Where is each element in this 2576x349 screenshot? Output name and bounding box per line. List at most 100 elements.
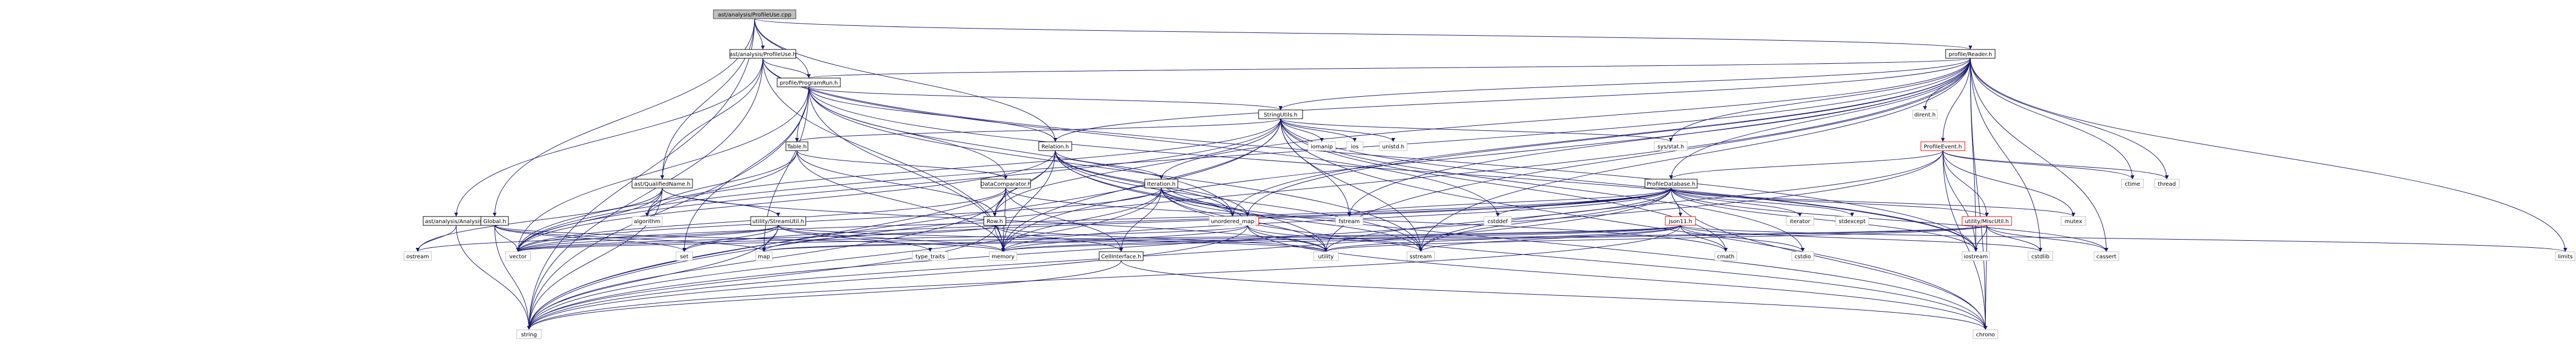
file-node-label: cstddef [1488,219,1508,225]
include-edge [1942,150,1978,252]
file-node-label: StringUtils.h [1264,112,1297,118]
file-node-box [1945,49,1996,59]
file-node-label: ast/analysis/ProfileUse.h [729,52,796,58]
file-node-profileuse-h[interactable]: ast/analysis/ProfileUse.h [729,49,796,59]
file-node-box [1099,251,1144,261]
file-node-box [675,251,693,261]
include-edge [1680,225,2567,252]
include-edge [1671,187,1978,252]
file-node-label: CellInterface.h [1101,254,1142,260]
include-edge [808,86,1234,217]
include-edge [994,225,1328,252]
file-node-label: ast/QualifiedName.h [634,181,690,187]
file-node-profilereader[interactable]: profile/Reader.h [1945,49,1996,59]
file-node-label: limits [2558,254,2573,260]
file-node-unistd: unistd.h [1379,141,1408,151]
file-node-iterator: iterator [1786,216,1814,226]
file-node-streamutil[interactable]: utility/StreamUtil.h [750,216,806,226]
include-edge [516,225,1681,252]
file-node-label: cstdlib [2031,254,2049,260]
file-node-box [1962,251,1990,261]
include-edge [1671,187,1989,217]
include-edge [1001,187,1162,252]
file-node-box [980,179,1031,189]
include-edge [1970,58,2108,252]
file-node-box [1483,216,1512,226]
include-edge [1324,225,1987,252]
include-edge [660,58,763,180]
file-node-box [750,216,806,226]
file-node-label: Relation.h [1042,144,1069,150]
file-node-box [1313,251,1339,261]
include-edge [1280,118,1351,217]
file-nodes: ast/analysis/ProfileUse.cpp ast/analysis/… [403,9,2575,339]
include-edge [527,18,755,330]
include-edge [1001,225,1987,252]
file-node-box [1209,216,1256,226]
file-node-global[interactable]: Global.h [480,216,509,226]
include-edge [807,58,1971,79]
include-edge [1680,225,1805,252]
file-node-box [1791,251,1814,261]
file-node-box [2555,251,2575,261]
include-edge [762,58,1005,252]
include-edge [492,18,755,217]
include-edge [1419,58,1971,252]
file-node-box [2060,216,2086,226]
file-node-box [1835,216,1869,226]
file-node-box [1973,329,1998,339]
file-node-box [1654,141,1688,151]
file-node-profileevent[interactable]: ProfileEvent.h [1920,141,1965,151]
file-node-row[interactable]: Row.h [983,216,1006,226]
file-node-label: map [758,254,770,260]
file-node-box [505,251,531,261]
include-edge [1680,225,2042,252]
file-node-json11[interactable]: json11.h [1665,216,1696,226]
include-edge [1419,187,1671,252]
file-node-datacomparator[interactable]: DataComparator.h [980,179,1031,189]
file-node-relation[interactable]: Relation.h [1038,141,1072,151]
file-node-analysis[interactable]: ast/analysis/Analysis.h [423,216,490,226]
include-edge [1680,225,1728,252]
file-node-label: profile/ProgramRun.h [780,80,838,86]
include-edge [494,225,686,252]
include-edge [527,58,1971,330]
file-node-box [983,216,1006,226]
file-node-miscutil[interactable]: utility/MiscUtil.h [1962,216,2012,226]
file-node-box [989,251,1017,261]
file-node-label: set [680,254,688,260]
file-node-label: Table.h [786,144,806,150]
file-node-label: mutex [2065,219,2082,225]
file-node-box [1379,141,1408,151]
file-node-box [1308,141,1336,151]
file-node-label: utility/StreamUtil.h [752,219,804,225]
include-edge [778,225,1328,252]
include-edge [1161,187,1987,330]
include-edge [494,225,766,252]
file-node-root[interactable]: ast/analysis/ProfileUse.cpp [713,9,796,19]
file-node-box [1346,141,1364,151]
file-node-label: json11.h [1668,219,1692,225]
file-node-programrun[interactable]: profile/ProgramRun.h [777,77,841,87]
file-node-label: ast/analysis/Analysis.h [425,219,487,225]
file-node-label: DataComparator.h [980,181,1031,187]
file-node-label: sstream [1410,254,1432,260]
include-edge [527,187,663,330]
include-edge [1280,118,1395,142]
file-node-cstddef: cstddef [1483,216,1512,226]
file-node-box [912,251,949,261]
file-node-iostream: iostream [1962,251,1990,261]
include-edge [1419,150,1943,252]
file-node-profiledatabase[interactable]: ProfileDatabase.h [1644,179,1698,189]
file-node-stringutils[interactable]: StringUtils.h [1258,109,1303,119]
file-node-cellinterface[interactable]: CellInterface.h [1099,251,1144,261]
file-node-cassert: cassert [2093,251,2119,261]
file-node-label: ProfileEvent.h [1924,144,1962,150]
file-node-table[interactable]: Table.h [785,141,808,151]
include-edge [516,187,663,252]
include-edge [1119,187,1162,252]
file-node-iteration[interactable]: Iteration.h [1144,179,1178,189]
file-node-qualifiedname[interactable]: ast/QualifiedName.h [631,179,693,189]
file-node-label: iomanip [1311,144,1333,150]
file-node-box [480,216,509,226]
